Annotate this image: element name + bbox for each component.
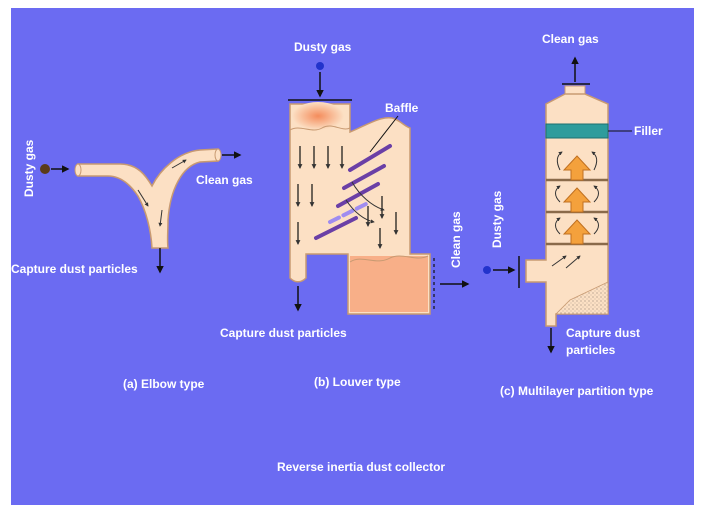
multilayer-filler	[545, 123, 609, 139]
elbow-flow-arrow	[171, 159, 187, 169]
elbow-capture-label: Capture dust particles	[11, 262, 138, 276]
louver-baffle	[314, 216, 358, 240]
elbow-flow-arrow	[158, 209, 163, 227]
louver-caption: (b) Louver type	[314, 375, 401, 389]
multilayer-inlet-label: Dusty gas	[490, 190, 504, 248]
multilayer-chevron	[562, 187, 592, 213]
multilayer-collector: Clean gas Filler Dusty gas Capture dust …	[483, 32, 663, 398]
louver-capture-label: Capture dust particles	[220, 326, 347, 340]
louver-bottom-wave	[349, 255, 429, 263]
elbow-outlet-opening	[214, 148, 222, 162]
louver-collector: Dusty gas Baffle Clean gas Capture dust …	[220, 40, 470, 389]
louver-top-glow	[292, 102, 344, 130]
louver-inlet-label: Dusty gas	[294, 40, 352, 54]
multilayer-flow-arrow	[551, 255, 567, 267]
multilayer-flow-arrow	[555, 217, 561, 235]
elbow-collector: Dusty gas Clean gas Capture dust particl…	[11, 139, 253, 391]
louver-outlet-label: Clean gas	[449, 211, 463, 268]
louver-baffle	[328, 200, 372, 224]
louver-baffle	[342, 164, 386, 190]
multilayer-neck	[564, 85, 586, 95]
elbow-flow-arrow	[137, 189, 149, 207]
elbow-inlet-label: Dusty gas	[22, 139, 36, 197]
elbow-body	[77, 148, 219, 249]
elbow-inlet-dot	[40, 164, 50, 174]
multilayer-flow-arrow	[593, 217, 599, 235]
louver-baffle-pointer	[369, 115, 399, 153]
multilayer-inlet-dot	[483, 266, 491, 274]
louver-baffle	[336, 182, 380, 208]
multilayer-flow-arrow	[565, 255, 581, 269]
multilayer-chevron	[562, 219, 592, 245]
elbow-outlet-label: Clean gas	[196, 173, 253, 187]
louver-top-wave	[289, 125, 351, 131]
multilayer-capture-label-line1: Capture dust	[566, 326, 640, 340]
louver-baffle-label: Baffle	[385, 101, 419, 115]
elbow-caption: (a) Elbow type	[123, 377, 205, 391]
multilayer-capture-label-line2: particles	[566, 343, 616, 357]
diagram-title: Reverse inertia dust collector	[277, 460, 445, 474]
louver-curved-flow	[345, 199, 375, 224]
multilayer-outlet-label: Clean gas	[542, 32, 599, 46]
multilayer-column	[525, 93, 609, 327]
louver-bottom-glow	[350, 256, 428, 312]
multilayer-dust-pile	[555, 281, 609, 315]
louver-baffle	[348, 144, 392, 172]
multilayer-flow-arrow	[555, 185, 561, 203]
multilayer-flow-arrow	[556, 151, 563, 171]
multilayer-flow-arrow	[591, 151, 598, 171]
elbow-inlet-opening	[74, 163, 82, 177]
multilayer-filler-label: Filler	[634, 124, 663, 138]
louver-inlet-dot	[316, 62, 324, 70]
multilayer-chevron	[562, 155, 592, 181]
louver-curved-flow	[351, 181, 385, 211]
multilayer-flow-arrow	[593, 185, 599, 203]
multilayer-caption: (c) Multilayer partition type	[500, 384, 654, 398]
